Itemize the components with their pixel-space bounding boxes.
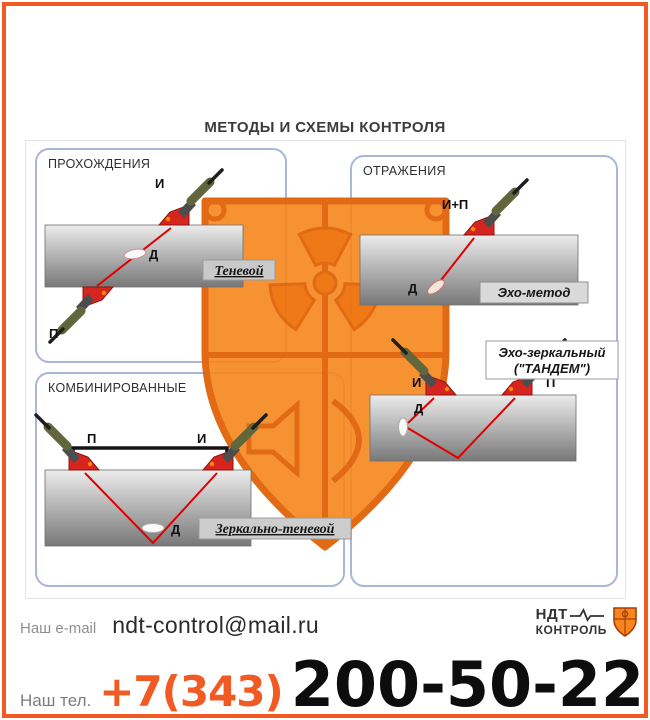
phone-label: Наш тел. [20,691,92,710]
emitter-label: И [197,431,206,446]
probe-label: И+П [442,197,468,212]
diagram-area-border [25,140,626,599]
email-value: ndt-control@mail.ru [112,612,319,638]
ultrasound-beam [405,397,516,460]
diagram-shadow-method: И П Д Теневой [44,148,276,363]
defect [398,417,408,437]
svg-text:("ТАНДЕМ"): ("ТАНДЕМ") [514,361,590,376]
receiver-probe-icon [50,287,113,342]
brand-logo: НДТ КОНТРОЛЬ [536,606,638,638]
heartbeat-icon [569,608,604,622]
defect-label: Д [408,281,418,296]
svg-text:Теневой: Теневой [214,264,263,279]
diagram-reflection-methods: И+П Д Эхо-метод И П Д Эхо-зеркальный ("Т… [359,155,619,462]
brand-name-row: НДТ [536,606,607,623]
emitter-probe-icon [393,340,456,395]
probe-link-bracket [71,446,229,458]
method-label-echo: Эхо-метод [479,281,589,304]
phone-number: 200-50-22 [290,648,645,720]
receiver-label: П [546,375,555,390]
method-label-shadow: Теневой [202,259,276,281]
svg-text:Эхо-зеркальный: Эхо-зеркальный [499,345,606,360]
method-label-mirror-shadow: Зеркально-теневой [198,517,352,540]
panel-reflection-title: ОТРАЖЕНИЯ [363,164,446,178]
defect-label: Д [149,247,159,262]
svg-text:Зеркально-теневой: Зеркально-теневой [215,522,335,537]
email-row: Наш e-mail ndt-control@mail.ru [20,612,319,639]
method-label-tandem: Эхо-зеркальный ("ТАНДЕМ") [485,340,619,380]
receiver-label: П [49,326,58,341]
page-title: МЕТОДЫ И СХЕМЫ КОНТРОЛЯ [204,119,446,136]
ultrasound-beam [84,472,218,545]
emitter-label: И [412,375,421,390]
brand-text: НДТ КОНТРОЛЬ [536,606,607,637]
panel-combined-title: КОМБИНИРОВАННЫЕ [48,381,187,395]
phone-row: Наш тел. +7(343) 200-50-22 [20,648,644,720]
defect-label: Д [414,401,424,416]
ultrasound-beam [437,237,475,285]
email-label: Наш e-mail [20,620,97,637]
echo-method-scheme: И+П Д Эхо-метод [359,180,589,306]
combined-probe-icon [464,180,527,235]
panel-transmission-title: ПРОХОЖДЕНИЯ [48,157,151,171]
emitter-probe-icon [159,170,222,225]
diagram-mirror-shadow: П И Д Зеркально-теневой [35,372,352,547]
speaker-icon [246,398,362,484]
brand-shield-icon [613,607,637,637]
defect [427,279,445,295]
defect-label: Д [171,522,181,537]
brand-name: НДТ [535,606,568,624]
defect [141,523,165,533]
emitter-probe-icon [203,415,266,470]
svg-text:Эхо-метод: Эхо-метод [498,285,571,300]
shield-curl-left [203,198,227,222]
phone-prefix: +7(343) [99,667,283,716]
brand-subname: КОНТРОЛЬ [535,622,607,637]
tandem-method-scheme: И П Д Эхо-зеркальный ("ТАНДЕМ") [369,340,619,462]
ultrasound-beam-2 [407,397,435,424]
defect [123,248,147,260]
receiver-label: П [87,431,96,446]
shield-curl-right [424,198,448,222]
emitter-label: И [155,176,164,191]
